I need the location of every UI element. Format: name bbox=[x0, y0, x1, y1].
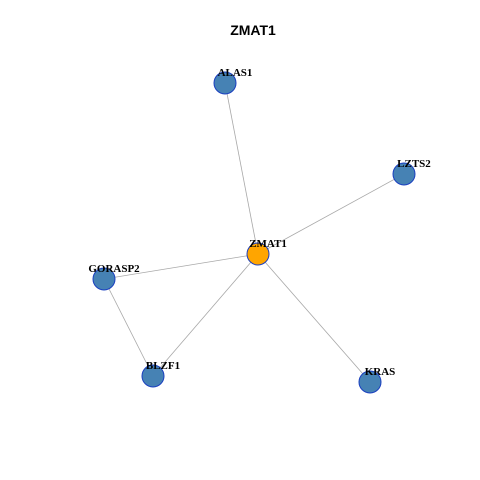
edge-zmat1-lzts2 bbox=[257, 173, 405, 255]
node-alas1: ALAS1 bbox=[213, 67, 253, 95]
node-circle-blzf1 bbox=[141, 364, 165, 388]
node-label-lzts2: LZTS2 bbox=[397, 158, 431, 170]
node-circle-alas1 bbox=[213, 71, 237, 95]
edge-zmat1-kras bbox=[257, 253, 371, 383]
node-circle-zmat1 bbox=[246, 242, 270, 266]
node-label-kras: KRAS bbox=[365, 366, 396, 378]
node-circle-lzts2 bbox=[392, 162, 416, 186]
node-label-alas1: ALAS1 bbox=[218, 67, 253, 79]
node-label-gorasp2: GORASP2 bbox=[88, 263, 140, 275]
edge-gorasp2-blzf1 bbox=[103, 278, 154, 377]
graph-title: ZMAT1 bbox=[230, 22, 276, 38]
node-gorasp2: GORASP2 bbox=[88, 263, 140, 291]
node-label-zmat1: ZMAT1 bbox=[249, 238, 287, 250]
edge-zmat1-gorasp2 bbox=[103, 253, 259, 280]
edge-layer bbox=[103, 82, 405, 383]
node-circle-gorasp2 bbox=[92, 267, 116, 291]
node-label-blzf1: BLZF1 bbox=[146, 360, 180, 372]
edge-zmat1-alas1 bbox=[224, 82, 259, 255]
node-blzf1: BLZF1 bbox=[141, 360, 180, 388]
node-kras: KRAS bbox=[358, 366, 396, 394]
node-zmat1: ZMAT1 bbox=[246, 238, 287, 266]
edge-zmat1-blzf1 bbox=[152, 253, 259, 377]
node-circle-kras bbox=[358, 370, 382, 394]
node-lzts2: LZTS2 bbox=[392, 158, 431, 186]
